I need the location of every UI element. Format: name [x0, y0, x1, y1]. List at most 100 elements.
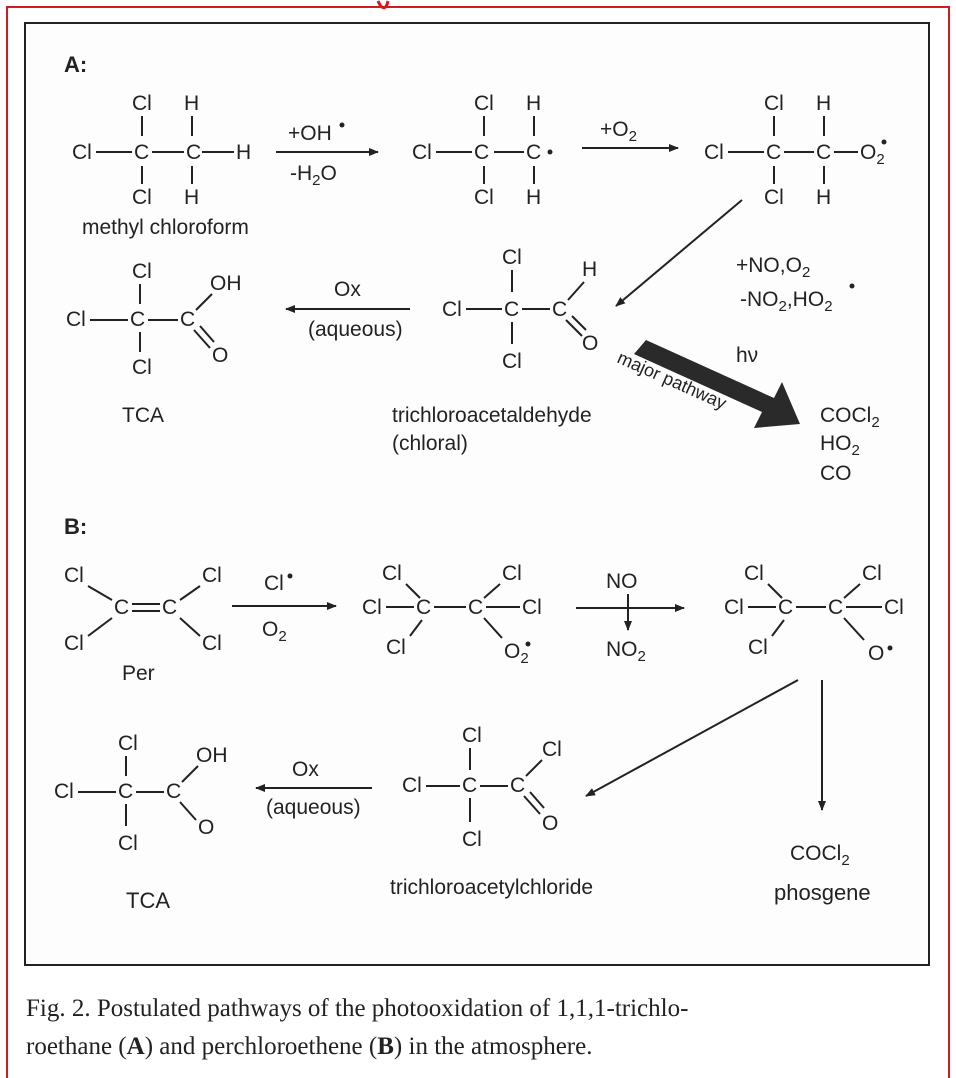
- atom-cl: Cl: [462, 828, 482, 851]
- product-ho2: HO2: [820, 432, 860, 459]
- atom-cl: Cl: [442, 298, 462, 321]
- atom-o: O: [868, 642, 884, 665]
- red-pen-mark: [376, 0, 390, 10]
- atom-c: C: [118, 780, 133, 803]
- caption-text: roethane (: [26, 1033, 127, 1060]
- atom-cl: Cl: [748, 636, 768, 659]
- pentachloroethoxy-radical-structure: Cl Cl Cl C C Cl Cl O: [724, 562, 904, 665]
- atom-cl: Cl: [132, 356, 152, 379]
- ox-label: Ox: [334, 278, 361, 301]
- atom-cl: Cl: [132, 260, 152, 283]
- atom-cl: Cl: [362, 596, 382, 619]
- caption-line-1: Fig. 2. Postulated pathways of the photo…: [26, 995, 689, 1022]
- atom-o: O: [198, 816, 214, 839]
- atom-cl: Cl: [502, 246, 522, 269]
- atom-cl: Cl: [412, 141, 432, 164]
- atom-cl: Cl: [884, 596, 904, 619]
- per-name: Per: [122, 662, 155, 685]
- section-a-label: A:: [64, 52, 87, 77]
- atom-cl: Cl: [202, 564, 222, 587]
- pentachloroethylperoxy-structure: Cl Cl Cl C C Cl Cl O2: [362, 562, 542, 667]
- atom-o: O: [542, 812, 558, 835]
- chlorine-addition-arrow: Cl O2: [232, 572, 337, 645]
- atom-cl: Cl: [72, 141, 92, 164]
- atom-c: C: [828, 596, 843, 619]
- atom-h: H: [236, 141, 251, 164]
- atom-c: C: [114, 596, 129, 619]
- atom-h: H: [526, 186, 541, 209]
- atom-cl: Cl: [64, 564, 84, 587]
- atom-h: H: [184, 186, 199, 209]
- no2-ho2-loss: -NO2,HO2: [740, 288, 833, 315]
- caption-ref-a: A: [126, 1033, 145, 1060]
- atom-cl: Cl: [386, 636, 406, 659]
- oxidation-arrow-b: Ox (aqueous): [255, 758, 372, 819]
- trichloroacetylchloride-structure: Cl Cl Cl C C O Cl trichloroacetylchlorid…: [390, 724, 593, 899]
- atom-h: H: [816, 92, 831, 115]
- o2-reagent: +O2: [600, 118, 637, 145]
- atom-c: C: [526, 141, 541, 164]
- figure-caption: Fig. 2. Postulated pathways of the photo…: [26, 990, 936, 1066]
- aqueous-label: (aqueous): [266, 796, 361, 819]
- chloral-name: trichloroacetaldehyde: [392, 404, 592, 427]
- atom-cl: Cl: [764, 186, 784, 209]
- methyl-chloroform-name: methyl chloroform: [82, 216, 249, 239]
- chloral-structure: Cl Cl C C H O Cl trichloroacetaldehyde (…: [392, 246, 598, 455]
- phosgene-formula: COCl2: [790, 842, 850, 869]
- step1-arrow: +OH -H2O: [276, 122, 379, 189]
- no2-product: NO2: [606, 638, 646, 665]
- atom-cl: Cl: [862, 562, 882, 585]
- peroxy-o2: O2: [860, 141, 885, 168]
- atom-cl: Cl: [54, 780, 74, 803]
- product-cocl2: COCl2: [820, 404, 880, 431]
- page-border: [6, 6, 950, 1078]
- atom-cl: Cl: [542, 738, 562, 761]
- section-b-label: B:: [64, 514, 87, 539]
- tca-structure-b: Cl Cl C C OH O Cl TCA: [54, 732, 228, 913]
- atom-c: C: [474, 141, 489, 164]
- atom-c: C: [130, 308, 145, 331]
- phosgene-product: COCl2 phosgene: [774, 842, 871, 905]
- atom-c: C: [462, 774, 477, 797]
- atom-cl: Cl: [502, 562, 522, 585]
- caption-text: ) in the atmosphere.: [393, 1033, 593, 1060]
- atom-oh: OH: [196, 744, 228, 767]
- step3-arrow: [615, 199, 743, 307]
- atom-c: C: [816, 141, 831, 164]
- atom-cl: Cl: [132, 92, 152, 115]
- water-loss: -H2O: [290, 162, 337, 189]
- aqueous-label: (aqueous): [308, 318, 403, 341]
- caption-ref-b: B: [377, 1033, 394, 1060]
- to-acid-chloride-arrow: [585, 679, 799, 797]
- tca-label-b: TCA: [126, 888, 170, 913]
- atom-o: O: [582, 332, 598, 355]
- atom-cl: Cl: [764, 92, 784, 115]
- tca-label-a: TCA: [122, 404, 164, 427]
- ox-label: Ox: [292, 758, 319, 781]
- atom-c: C: [180, 308, 195, 331]
- atom-c: C: [162, 596, 177, 619]
- chloral-alias: (chloral): [392, 432, 468, 455]
- atom-c: C: [134, 141, 149, 164]
- atom-c: C: [552, 298, 567, 321]
- product-co: CO: [820, 462, 852, 485]
- peroxy-radical-structure: Cl H Cl C C O2 Cl H: [704, 92, 887, 209]
- methyl-chloroform-structure: Cl H Cl C C H Cl H methyl chloroform: [72, 92, 251, 239]
- no-reagent: NO: [606, 570, 638, 593]
- peroxy-o2: O2: [504, 640, 529, 667]
- cl-radical-reagent: Cl: [264, 572, 284, 595]
- atom-cl: Cl: [202, 632, 222, 655]
- atom-o: O: [212, 344, 228, 367]
- no-o2-reagent: +NO,O2: [736, 254, 810, 281]
- caption-line-2: roethane (A) and perchloroethene (B) in …: [26, 1028, 936, 1066]
- atom-c: C: [504, 298, 519, 321]
- perchloroethene-structure: Cl Cl C C Cl Cl Per: [64, 564, 222, 685]
- atom-c: C: [778, 596, 793, 619]
- oh-reagent: +OH: [288, 122, 332, 145]
- atom-cl: Cl: [474, 92, 494, 115]
- atom-cl: Cl: [724, 596, 744, 619]
- tca-structure-a: Cl Cl C C OH O Cl TCA: [66, 260, 242, 427]
- atom-cl: Cl: [118, 732, 138, 755]
- reaction-scheme: A: Cl H Cl C C H Cl H methyl chloroform …: [54, 52, 904, 913]
- o2-coreagent: O2: [262, 618, 287, 645]
